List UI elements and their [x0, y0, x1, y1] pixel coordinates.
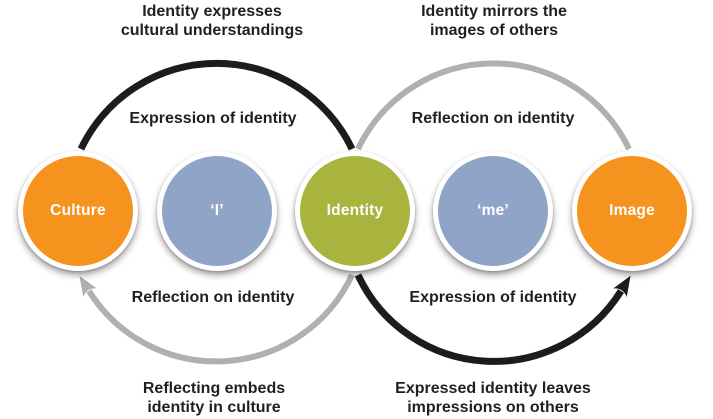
node-culture: Culture — [18, 151, 138, 271]
label-expression-of-identity-top: Expression of identity — [129, 110, 297, 127]
label-reflecting-embeds: Reflecting embeds identity in culture — [142, 380, 286, 416]
node-image: Image — [572, 151, 692, 271]
node-culture-label: Culture — [50, 202, 106, 219]
node-me: ‘me’ — [433, 151, 553, 271]
node-identity-label: Identity — [326, 202, 384, 219]
node-identity: Identity — [295, 151, 415, 271]
left-loop-bottom-arc-arrow — [79, 273, 355, 365]
node-i-label: ‘I’ — [210, 202, 224, 219]
label-identity-expresses: Identity expresses cultural understandin… — [120, 3, 304, 39]
node-image-label: Image — [609, 202, 655, 219]
left-loop-top-arc — [77, 59, 356, 151]
label-expression-of-identity-bottom: Expression of identity — [409, 289, 577, 306]
node-me-label: ‘me’ — [477, 202, 509, 219]
right-loop-bottom-arc-arrow — [354, 273, 631, 365]
right-loop-top-arc — [355, 60, 632, 151]
label-identity-mirrors: Identity mirrors the images of others — [421, 3, 567, 39]
label-expressed-identity-leaves: Expressed identity leaves impressions on… — [395, 380, 591, 416]
label-reflection-on-identity-top: Reflection on identity — [411, 110, 575, 127]
label-reflection-on-identity-bottom: Reflection on identity — [131, 289, 295, 306]
node-i: ‘I’ — [157, 151, 277, 271]
